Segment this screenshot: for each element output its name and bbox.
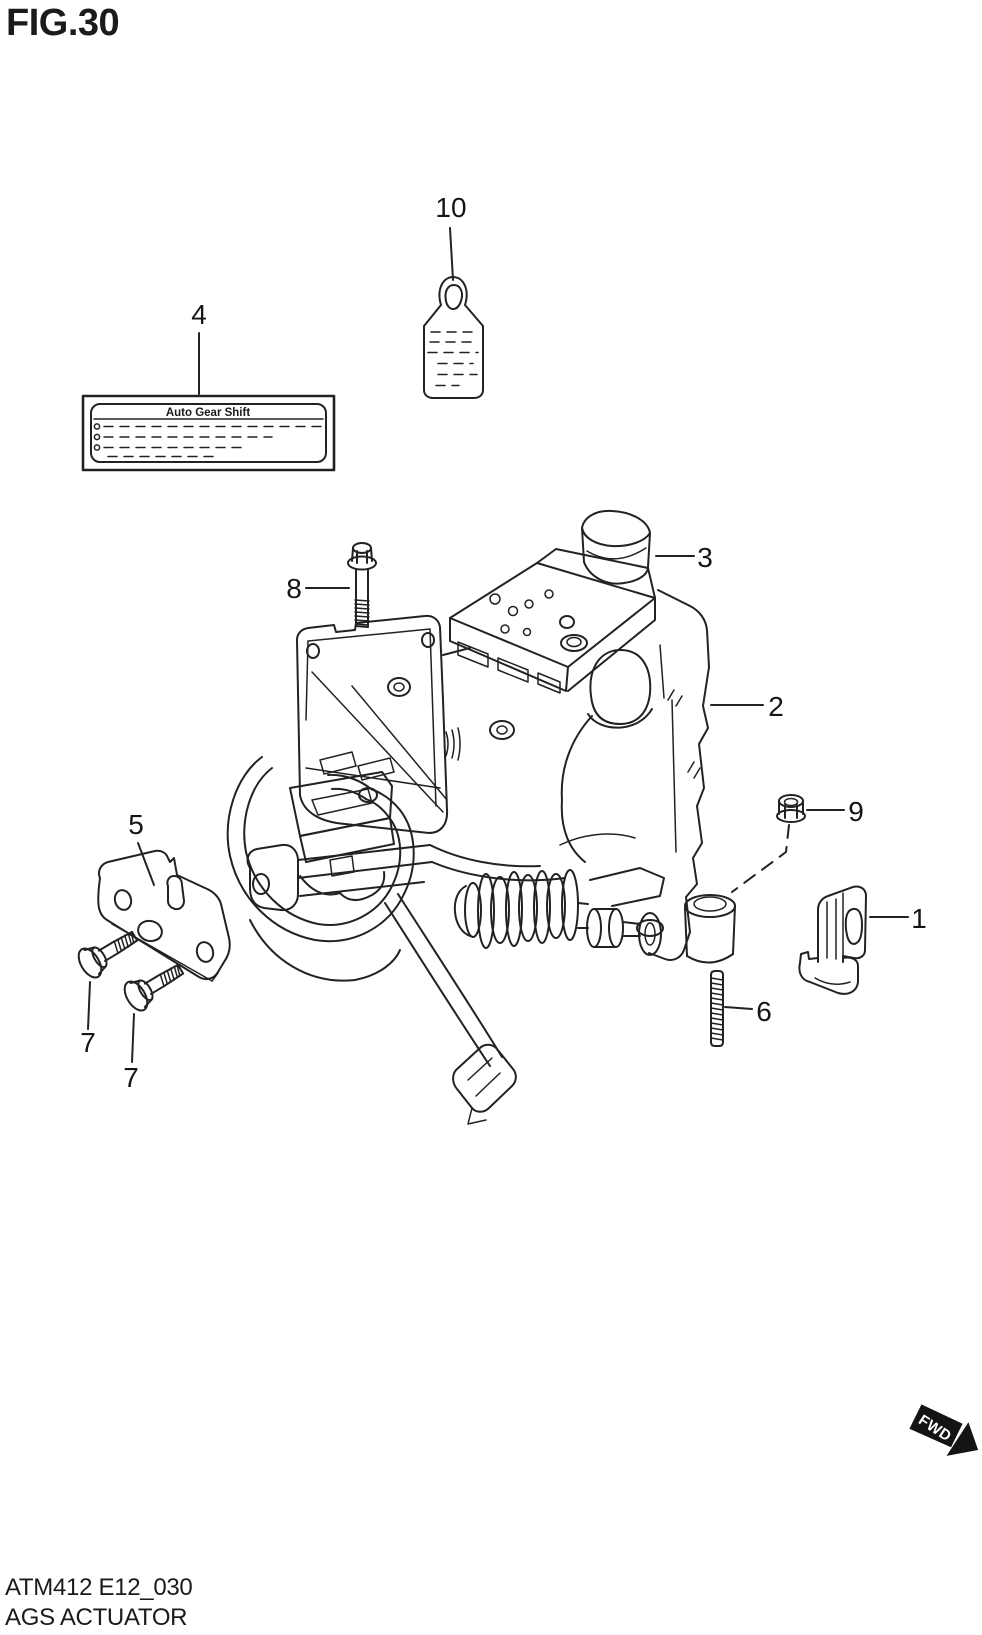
callout-4: 4 — [191, 299, 207, 395]
callouts: 1 2 3 4 5 6 7 — [80, 192, 927, 1093]
callout-number-9: 9 — [848, 796, 864, 827]
assembly-right-housing — [560, 589, 710, 961]
figure-name: AGS ACTUATOR — [5, 1603, 188, 1631]
leader-dash-line-9 — [731, 824, 790, 893]
assembly-left-ear — [246, 843, 433, 912]
callout-1: 1 — [869, 903, 927, 934]
fwd-arrow-band — [909, 1404, 963, 1448]
callout-number-6: 6 — [756, 996, 772, 1027]
assembly-dome-and-boss — [560, 634, 653, 729]
part-bolt-short-a — [77, 930, 139, 979]
drawing-code: ATM412 E12_030 — [5, 1574, 193, 1602]
assembly-harness-loop — [226, 756, 517, 1125]
part-bolt-short-b — [123, 963, 185, 1012]
part-label-sticker: Auto Gear Shift — [81, 394, 336, 472]
leader-line-7b — [131, 1013, 135, 1063]
leader-line-7a — [87, 981, 91, 1030]
callout-5: 5 — [128, 809, 155, 886]
part-stud — [710, 970, 724, 1047]
callout-7b: 7 — [123, 1013, 139, 1093]
callout-number-4: 4 — [191, 299, 207, 330]
fwd-arrowhead — [946, 1422, 979, 1456]
figure-footer: ATM412 E12_030 AGS ACTUATOR — [5, 1573, 193, 1632]
callout-2: 2 — [710, 691, 784, 722]
assembly-valve-body — [442, 548, 656, 694]
assembly-cover-panel — [296, 614, 449, 834]
callout-7a: 7 — [80, 981, 96, 1058]
actuator-assembly — [226, 548, 736, 1125]
figure-number-title: FIG.30 — [6, 2, 120, 44]
part-hang-tag — [423, 276, 484, 399]
part-flange-nut — [776, 794, 806, 823]
sticker-heading-text: Auto Gear Shift — [166, 407, 251, 419]
leader-line-10 — [449, 227, 454, 281]
part-cap — [581, 509, 651, 585]
leader-line-5 — [137, 842, 155, 886]
leader-line-6 — [724, 1006, 753, 1010]
part-mount-plate — [97, 849, 231, 982]
callout-10: 10 — [435, 192, 467, 281]
callout-number-2: 2 — [768, 691, 784, 722]
callout-9: 9 — [731, 796, 864, 893]
callout-number-5: 5 — [128, 809, 144, 840]
callout-8: 8 — [286, 573, 350, 604]
callout-number-10: 10 — [435, 192, 466, 223]
assembly-motor-block — [249, 677, 566, 982]
callout-number-7a: 7 — [80, 1027, 96, 1058]
assembly-bellows — [453, 833, 665, 956]
fwd-arrow: FWD — [909, 1404, 979, 1456]
assembly-mount-foot — [636, 894, 736, 964]
part-bolt-long — [347, 542, 377, 628]
callout-3: 3 — [655, 542, 713, 573]
callout-number-3: 3 — [697, 542, 713, 573]
callout-number-8: 8 — [286, 573, 302, 604]
part-bracket — [798, 885, 867, 995]
callout-number-7b: 7 — [123, 1062, 139, 1093]
callout-6: 6 — [724, 996, 772, 1027]
callout-number-1: 1 — [911, 903, 927, 934]
